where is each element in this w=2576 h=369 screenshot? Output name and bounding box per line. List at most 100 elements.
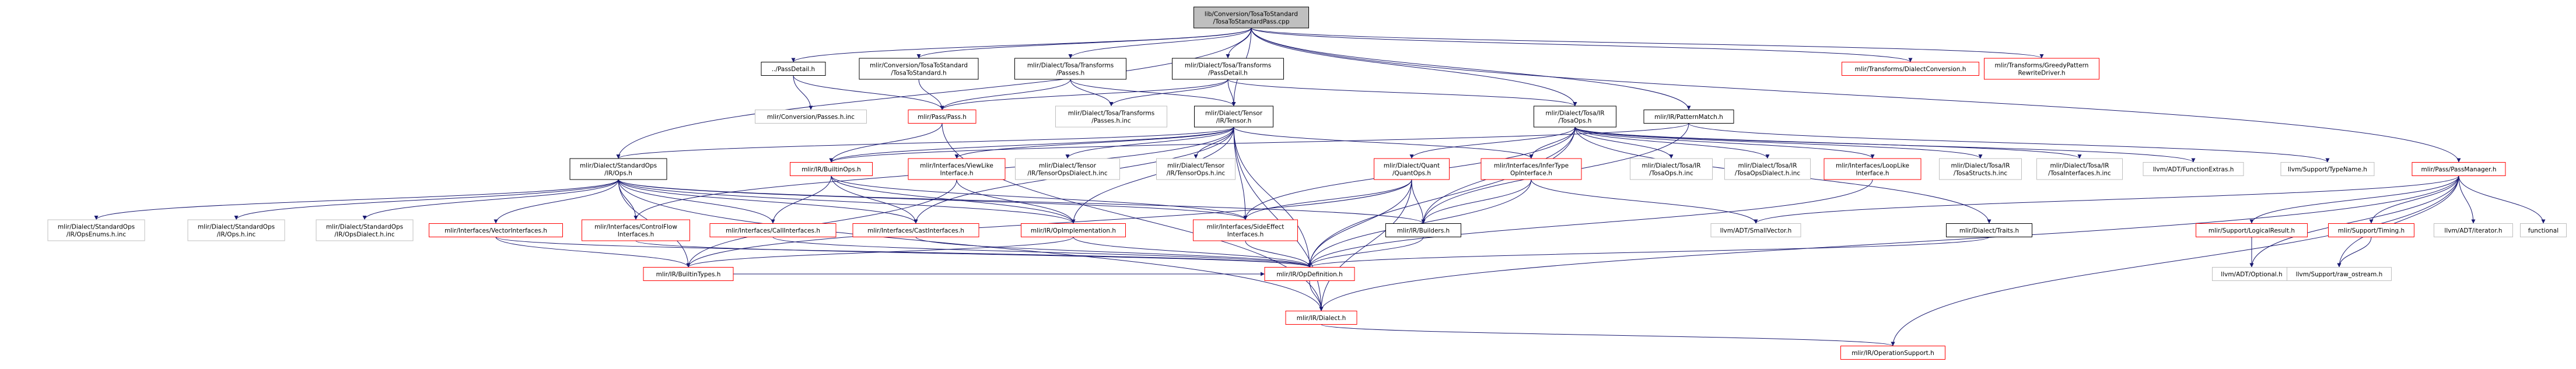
node-tosaopsinc: mlir/Dialect/Tosa/IR/TosaOps.h.inc [1630,158,1713,180]
edge-convtosa-to-passpass [918,79,944,110]
node-label-infertype-1: OpInterface.h [1510,170,1552,177]
node-greedy[interactable]: mlir/Transforms/GreedyPatternRewriteDriv… [1984,58,2099,80]
node-label-quantops-1: /QuantOps.h [1392,170,1431,177]
node-tensor[interactable]: mlir/Dialect/Tensor/IR/Tensor.h [1194,106,1273,128]
edge-tosatransforms-to-passpass [940,79,1071,110]
node-stdops[interactable]: mlir/Dialect/StandardOps/IR/Ops.h [569,158,667,180]
edge-builtinops-to-callinterfaces [771,175,832,224]
node-label-tosastructs-1: /TosaStructs.h.inc [1954,170,2008,177]
node-box-opimplementation [1021,223,1126,237]
node-box-builtintypes [643,267,734,281]
edge-tosaops-to-looplike [1574,126,1875,159]
node-convtosa[interactable]: mlir/Conversion/TosaToStandard/TosaToSta… [859,58,979,80]
edge-passdetail-to-convpassesinc [793,75,813,110]
edge-opimplementation-to-builtintypes [686,237,1074,268]
node-box-timing [2328,223,2414,237]
node-castinterfaces[interactable]: mlir/Interfaces/CastInterfaces.h [852,223,979,237]
node-label-optional-0: llvm/ADT/Optional.h [2221,271,2282,278]
edge-tosaops-to-tosaopsdialectinc [1574,126,1770,159]
node-patternmatch[interactable]: mlir/IR/PatternMatch.h [1643,110,1734,124]
edge-tensor-to-dialect [1233,126,1324,311]
edge-infertype-to-builders [1421,179,1532,224]
edge-vectorinterfaces-to-builtintypes [495,237,691,268]
node-callinterfaces[interactable]: mlir/Interfaces/CallInterfaces.h [709,223,836,237]
node-box-passdetail [761,62,826,76]
node-passmanager[interactable]: mlir/Pass/PassManager.h [2412,162,2506,176]
node-label-looplike-1: Interface.h [1856,170,1889,177]
edge-stdops-to-builders [618,179,1426,224]
node-box-tosaops [1534,106,1616,128]
node-label-tensoropsdialectinc-0: mlir/Dialect/Tensor [1039,163,1097,170]
node-functionextras: llvm/ADT/FunctionExtras.h [2143,162,2244,176]
node-vectorinterfaces[interactable]: mlir/Interfaces/VectorInterfaces.h [429,223,563,237]
node-tosatransforms[interactable]: mlir/Dialect/Tosa/Transforms/Passes.h [1014,58,1126,80]
node-builders[interactable]: mlir/IR/Builders.h [1385,223,1461,237]
edge-dialect-to-operationsupport [1321,324,1895,346]
node-dialectconversion[interactable]: mlir/Transforms/DialectConversion.h [1842,62,1979,76]
node-box-typename [2280,162,2375,176]
node-builtintypes[interactable]: mlir/IR/BuiltinTypes.h [643,267,734,281]
node-passdetail[interactable]: ../PassDetail.h [761,62,826,76]
node-operationsupport[interactable]: mlir/IR/OperationSupport.h [1840,346,1945,360]
edge-tensor-to-stdops [616,126,1234,159]
node-label-functionextras-0: llvm/ADT/FunctionExtras.h [2153,166,2234,173]
node-label-traits-0: mlir/Dialect/Traits.h [1959,227,2019,234]
node-quantops[interactable]: mlir/Dialect/Quant/QuantOps.h [1374,158,1450,180]
node-box-dialectconversion [1842,62,1979,76]
node-label-tensoropsinc-1: /IR/TensorOps.h.inc [1167,170,1226,177]
edge-root-to-patternmatch [1251,27,1691,110]
node-passpass[interactable]: mlir/Pass/Pass.h [908,110,977,124]
edge-builtinops-to-castinterfaces [831,175,918,224]
node-label-tosaopsdialectinc-0: mlir/Dialect/Tosa/IR [1738,163,1797,170]
node-box-tosainterfaces [2036,158,2123,180]
node-box-traits [1946,223,2032,237]
node-label-viewlike-0: mlir/Interfaces/ViewLike [920,163,993,170]
node-timing[interactable]: mlir/Support/Timing.h [2328,223,2414,237]
node-opsinc: mlir/Dialect/StandardOps/IR/Ops.h.inc [187,219,285,241]
node-label-adtiterator-0: llvm/ADT/iterator.h [2444,227,2502,234]
node-label-sideeffect-0: mlir/Interfaces/SideEffect [1207,224,1284,231]
node-logicalresult[interactable]: mlir/Support/LogicalResult.h [2196,223,2308,237]
edge-viewlike-to-opimplementation [956,179,1076,224]
node-box-stdops [569,158,667,180]
edge-timing-to-rawostream [2337,237,2372,268]
node-tensoropsdialectinc: mlir/Dialect/Tensor/IR/TensorOpsDialect.… [1015,158,1120,180]
node-label-functional-0: functional [2528,227,2558,234]
node-tosapassdetail[interactable]: mlir/Dialect/Tosa/Transforms/PassDetail.… [1172,58,1284,80]
node-opdefinition[interactable]: mlir/IR/OpDefinition.h [1264,267,1355,281]
node-label-dialectconversion-0: mlir/Transforms/DialectConversion.h [1855,66,1966,73]
node-label-builtinops-0: mlir/IR/BuiltinOps.h [802,166,861,173]
node-label-passmanager-0: mlir/Pass/PassManager.h [2421,166,2497,173]
node-smallvector: llvm/ADT/SmallVector.h [1710,223,1801,237]
edge-tosaops-to-opdefinition [1307,126,1576,268]
node-tosainterfaces: mlir/Dialect/Tosa/IR/TosaInterfaces.h.in… [2036,158,2123,180]
node-label-tensor-1: /IR/Tensor.h [1216,118,1251,125]
node-functional: functional [2520,223,2567,237]
node-box-tosastructs [1939,158,2022,180]
edge-callinterfaces-to-opdefinition [772,237,1312,268]
edge-stdops-to-sideeffect [618,179,1248,220]
node-label-greedy-1: RewriteDriver.h [2018,70,2065,77]
node-traits[interactable]: mlir/Dialect/Traits.h [1946,223,2032,237]
node-opimplementation[interactable]: mlir/IR/OpImplementation.h [1021,223,1126,237]
node-root: lib/Conversion/TosaToStandard/TosaToStan… [1194,6,1309,29]
edge-tensor-to-opimplementation [1071,126,1234,224]
node-tosaops[interactable]: mlir/Dialect/Tosa/IR/TosaOps.h [1534,106,1616,128]
edge-tensor-to-viewlike [954,126,1234,159]
node-label-tosaops-0: mlir/Dialect/Tosa/IR [1545,110,1604,117]
edge-vectorinterfaces-to-opdefinition [495,237,1312,268]
node-builtinops[interactable]: mlir/IR/BuiltinOps.h [790,162,873,176]
node-label-tensoropsdialectinc-1: /IR/TensorOpsDialect.h.inc [1027,170,1107,177]
edge-tosapassdetail-to-tosapassesinc [1109,79,1228,107]
edge-passpass-to-dialect [942,123,1324,311]
node-box-infertype [1480,158,1582,180]
node-box-viewlike [908,158,1006,180]
node-dialect[interactable]: mlir/IR/Dialect.h [1285,311,1357,325]
node-label-tosaops-1: /TosaOps.h [1559,118,1592,125]
edge-tensor-to-opdefinition [1233,126,1312,268]
